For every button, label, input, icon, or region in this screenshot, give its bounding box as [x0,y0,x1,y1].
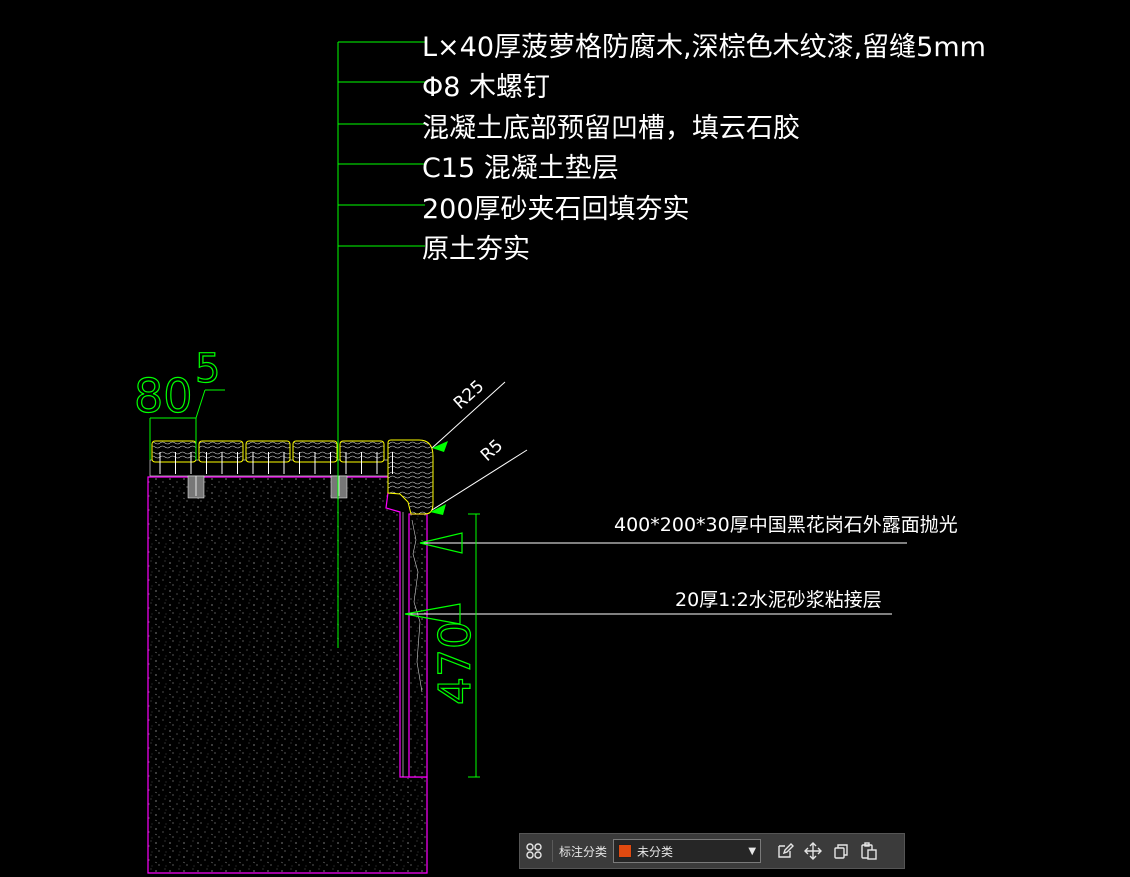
chevron-down-icon: ▼ [748,845,757,857]
mortar-note: 20厚1:2水泥砂浆粘接层 [675,589,882,611]
category-value: 未分类 [637,844,674,859]
paste-icon[interactable] [855,837,883,865]
radius-r25: R25 [450,376,488,413]
callout-backfill: 200厚砂夹石回填夯实 [422,194,690,225]
concrete-block [147,476,428,874]
callout-cushion: C15 混凝土垫层 [422,153,619,184]
category-dropdown[interactable]: 未分类 ▼ [613,839,762,863]
mortar-arrow [404,603,461,625]
grid-icon[interactable] [520,837,548,865]
callout-soil: 原土夯实 [422,234,530,265]
category-label: 标注分类 [559,844,608,859]
corner-board [387,439,434,515]
move-icon[interactable] [799,837,827,865]
radius-r5: R5 [477,436,507,466]
radius-leaders [431,381,528,511]
toolbar-separator [552,840,553,862]
dimension-470 [468,513,480,778]
copy-icon[interactable] [827,837,855,865]
category-color-swatch [618,844,633,858]
dim-470: 470 [430,621,481,705]
granite-crack [411,519,423,693]
granite-note: 400*200*30厚中国黑花岗石外露面抛光 [614,514,958,536]
callout-groove: 混凝土底部预留凹槽，填云石胶 [422,113,800,144]
dim-5: 5 [195,346,220,392]
wood-deck [149,439,434,515]
granite-arrow [419,532,463,554]
callout-screw: Φ8 木螺钉 [422,72,550,103]
r25-arrow [432,441,448,452]
r5-arrow [430,504,446,515]
callout-wood: L×40厚菠萝格防腐木,深棕色木纹漆,留缝5mm [422,32,986,63]
annotation-toolbar: 标注分类 未分类 ▼ [519,833,905,869]
callout-ticks [338,41,425,247]
deck-board [198,440,244,463]
wood-screws [159,452,393,474]
edit-icon[interactable] [771,837,799,865]
dimension-80-5 [149,389,225,460]
deck-board [151,440,197,463]
dim-80: 80 [134,369,193,423]
